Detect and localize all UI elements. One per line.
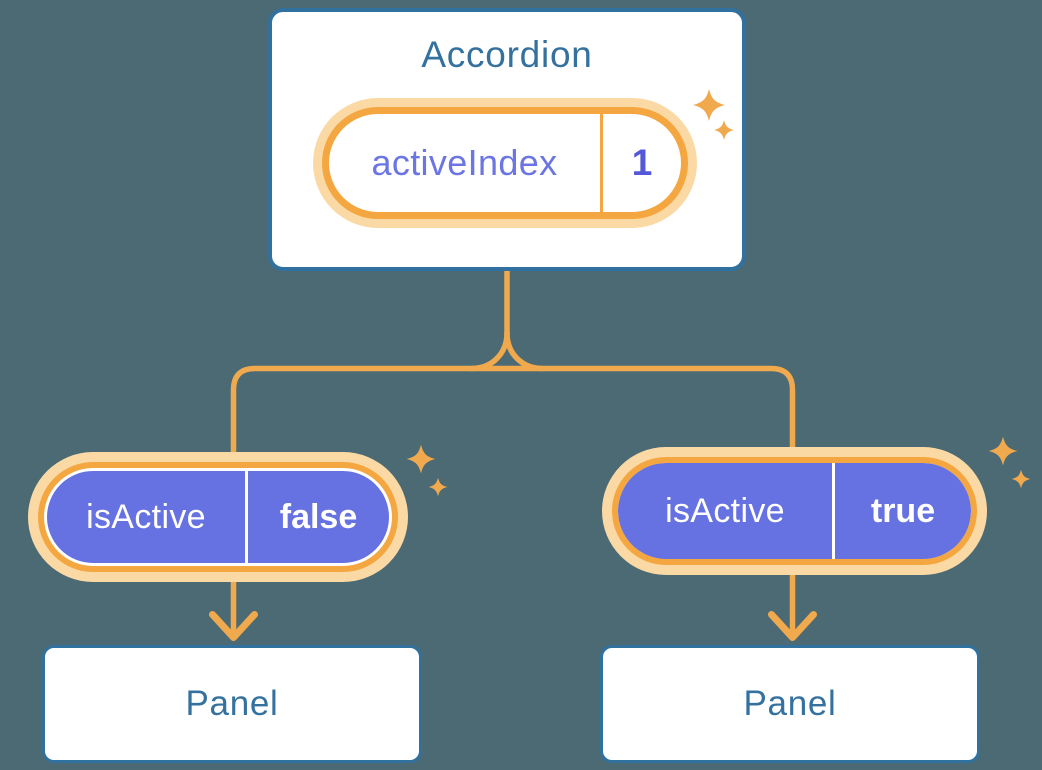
panel-title: Panel <box>743 684 837 723</box>
prop-pill-ring: isActive false <box>38 462 398 572</box>
branch-curve-right <box>504 330 546 372</box>
accordion-component-card: Accordion activeIndex 1 <box>268 8 746 271</box>
prop-pill-label: isActive <box>665 491 785 530</box>
branch-curve-left <box>468 330 510 372</box>
sparkle-large-icon <box>988 436 1018 466</box>
state-pill-label: activeIndex <box>371 142 558 183</box>
sparkle-small-icon <box>428 477 448 497</box>
prop-pill-divider <box>832 463 835 559</box>
prop-pill-isactive-true: isActive true <box>602 447 987 575</box>
accordion-title: Accordion <box>421 34 593 75</box>
prop-pill-body: isActive false <box>44 468 392 566</box>
state-pill-ring: activeIndex 1 <box>322 107 688 219</box>
arrow-down-right-icon <box>768 611 817 641</box>
prop-pill-label: isActive <box>86 497 206 536</box>
prop-pill-value: false <box>279 497 358 536</box>
sparkles-icon <box>988 436 1031 489</box>
state-pill-divider <box>600 114 603 212</box>
panel-component-card-left: Panel <box>42 645 422 763</box>
state-pill: activeIndex 1 <box>313 98 697 228</box>
sparkles-icon <box>406 444 448 497</box>
prop-pill-divider <box>245 471 248 563</box>
prop-pill-value: true <box>870 491 936 530</box>
prop-pill-body: isActive true <box>618 463 971 559</box>
prop-pill-ring: isActive true <box>612 457 977 565</box>
arrow-down-left-icon <box>209 611 258 641</box>
state-pill-value: 1 <box>631 142 653 183</box>
panel-title: Panel <box>185 684 279 723</box>
sparkle-small-icon <box>1011 469 1031 489</box>
prop-pill-isactive-false: isActive false <box>28 452 408 582</box>
sparkle-large-icon <box>406 444 436 474</box>
panel-component-card-right: Panel <box>600 645 980 763</box>
